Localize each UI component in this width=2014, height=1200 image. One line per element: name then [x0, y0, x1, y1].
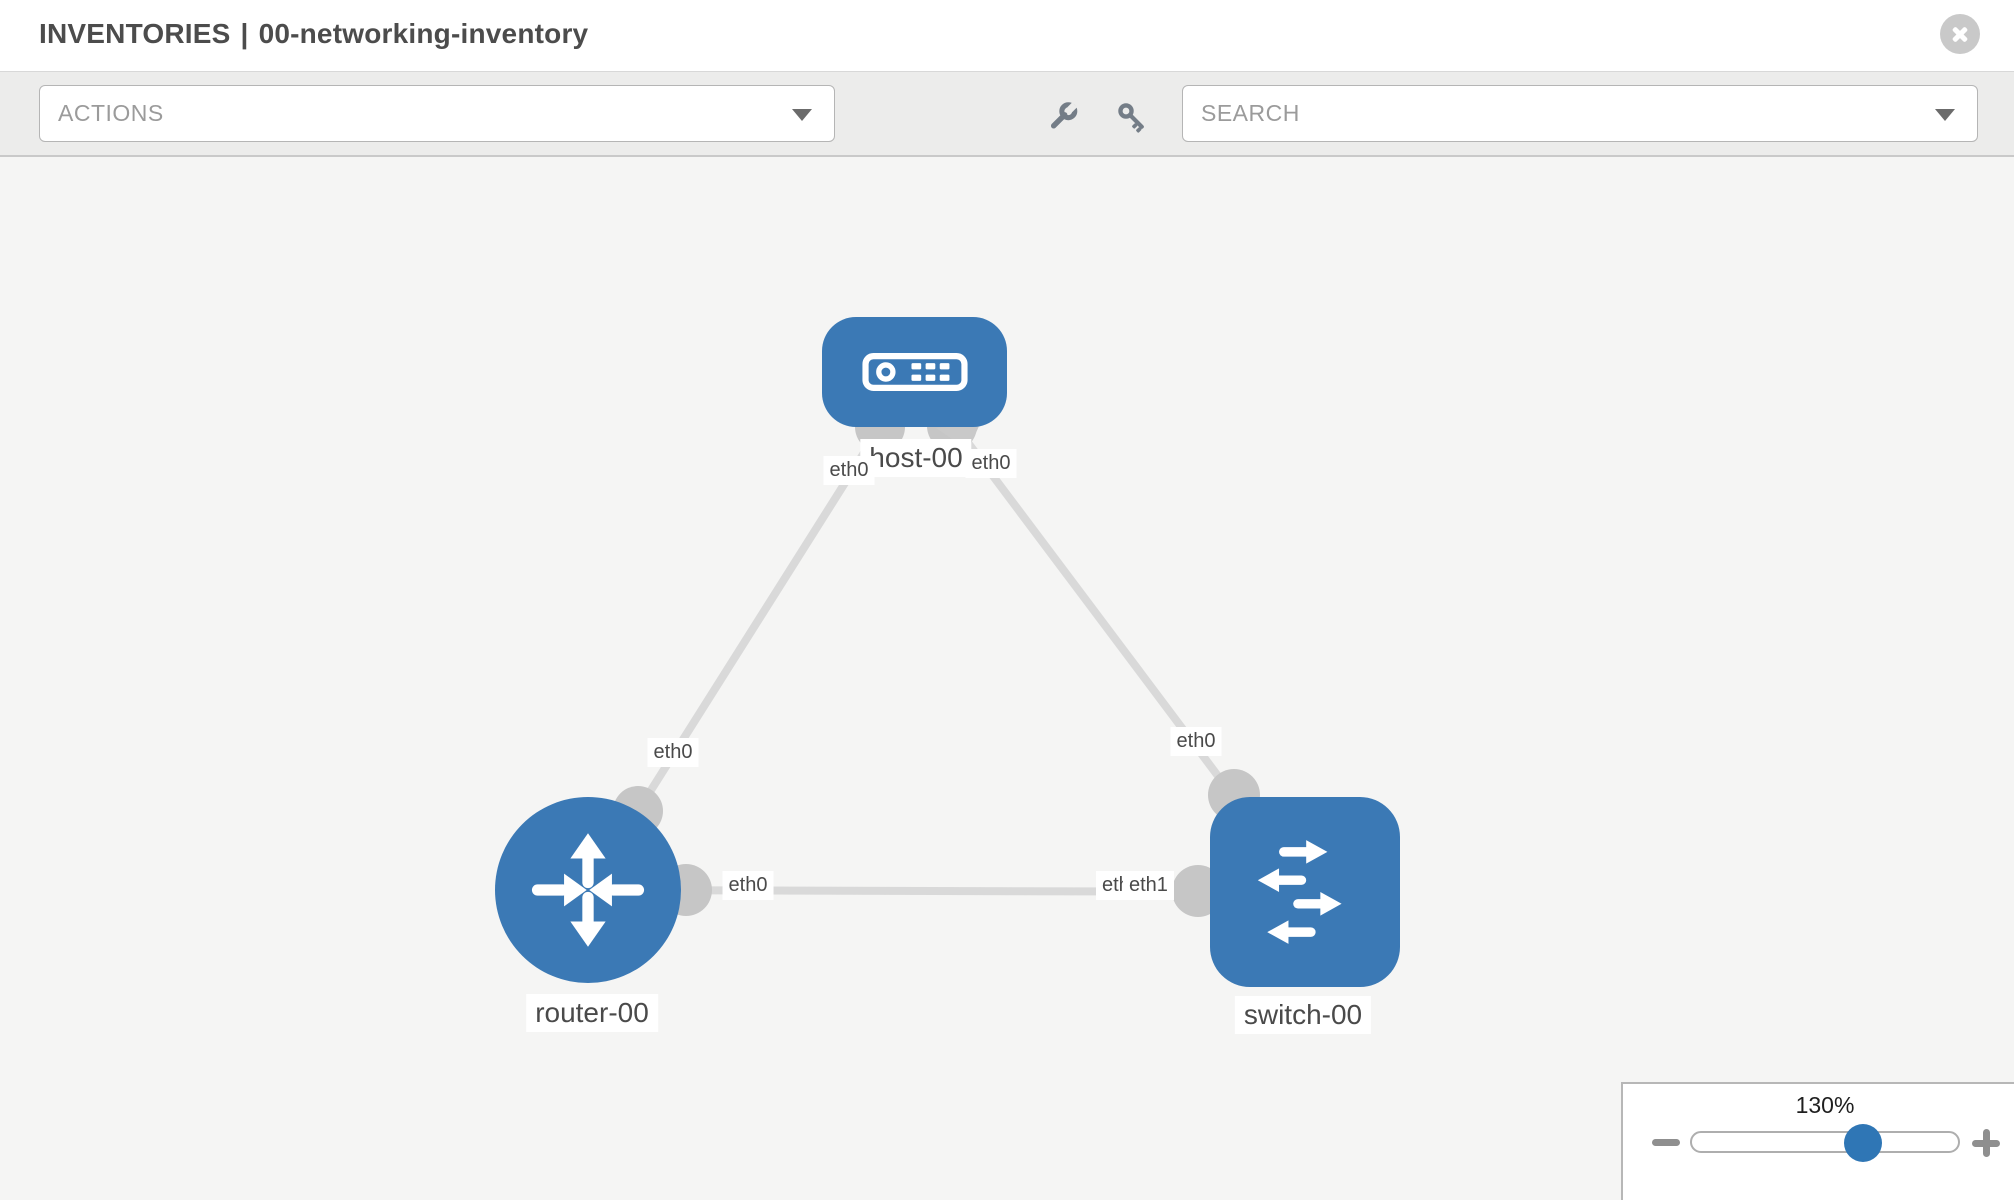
chevron-down-icon	[792, 109, 812, 121]
topology-canvas[interactable]: host-00 router-00 switch-00 eth0 eth0 et…	[0, 157, 2014, 1200]
search-dropdown[interactable]: SEARCH	[1182, 85, 1978, 142]
page-title: INVENTORIES | 00-networking-inventory	[39, 18, 588, 50]
key-icon	[1118, 103, 1144, 133]
router-icon	[531, 833, 645, 947]
inventory-name: 00-networking-inventory	[258, 18, 589, 49]
header: INVENTORIES | 00-networking-inventory	[0, 0, 2014, 72]
interface-label-host-eth0-right: eth0	[965, 449, 1017, 478]
node-host-00[interactable]	[822, 317, 1007, 427]
toolbar: ACTIONS SEARCH	[0, 72, 2014, 157]
host-icon	[861, 353, 968, 391]
zoom-panel: 130%	[1621, 1082, 2014, 1200]
breadcrumb-section: INVENTORIES	[39, 18, 231, 49]
configure-button[interactable]	[1045, 100, 1081, 136]
interface-label-switch-eth1: eth1	[1123, 871, 1174, 900]
zoom-slider-handle[interactable]	[1844, 1124, 1882, 1162]
search-dropdown-label: SEARCH	[1201, 100, 1300, 126]
plus-icon	[1982, 1129, 1990, 1157]
topology-svg	[584, 369, 1309, 917]
interface-label-router-eth0-uplink: eth0	[647, 738, 699, 767]
zoom-in-button[interactable]	[1972, 1129, 2000, 1157]
node-label-switch: switch-00	[1234, 996, 1372, 1035]
title-separator: |	[240, 18, 249, 49]
wrench-icon	[1050, 102, 1078, 129]
interface-label-switch-eth0: eth0	[1170, 727, 1222, 756]
credentials-button[interactable]	[1115, 100, 1151, 136]
switch-icon	[1257, 840, 1342, 944]
node-label-host: host-00	[860, 439, 972, 478]
interface-label-router-eth0: eth0	[722, 871, 774, 900]
interface-label-host-eth0-left: eth0	[823, 456, 875, 485]
node-label-router: router-00	[526, 994, 658, 1033]
chevron-down-icon	[1935, 109, 1955, 121]
zoom-level: 130%	[1795, 1092, 1855, 1118]
node-router-00[interactable]	[495, 797, 681, 983]
node-switch-00[interactable]	[1210, 797, 1400, 987]
close-button[interactable]	[1940, 14, 1980, 54]
actions-dropdown-label: ACTIONS	[58, 100, 164, 126]
zoom-slider-track[interactable]	[1690, 1131, 1960, 1153]
zoom-out-button[interactable]	[1652, 1139, 1680, 1146]
actions-dropdown[interactable]: ACTIONS	[39, 85, 835, 142]
